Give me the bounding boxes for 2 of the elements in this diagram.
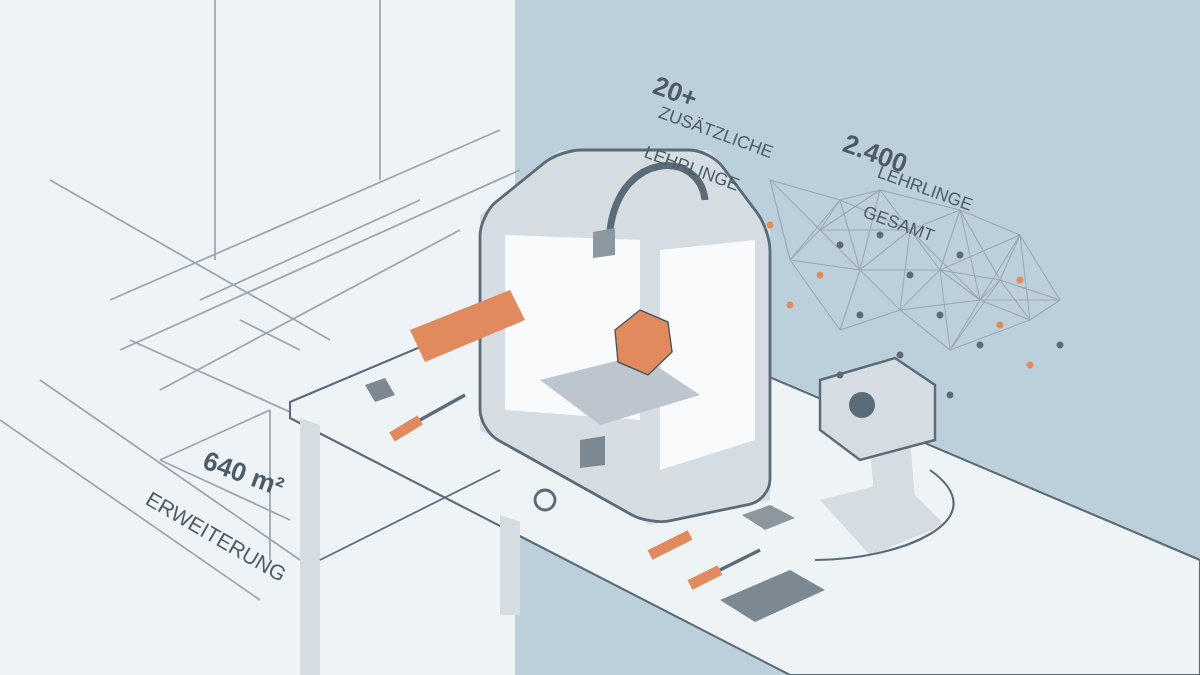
area-label: 640 m² bbox=[204, 452, 285, 493]
stat-number: 20+ bbox=[652, 77, 696, 104]
